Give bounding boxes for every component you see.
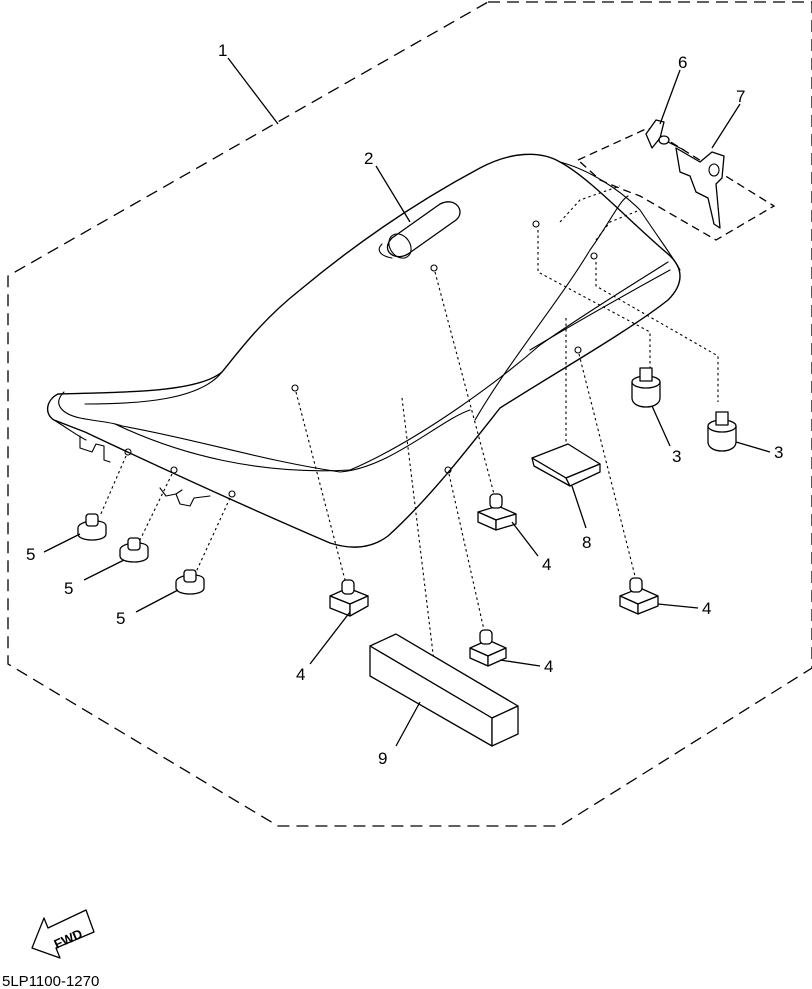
part-9-block	[369, 633, 519, 747]
callout-4a: 4	[542, 555, 551, 574]
part-3-damper-a	[631, 367, 661, 408]
callout-6: 6	[678, 53, 687, 72]
callout-5a: 5	[26, 545, 35, 564]
callout-8: 8	[582, 533, 591, 552]
callout-3a: 3	[672, 447, 681, 466]
callout-9: 9	[378, 749, 387, 768]
part-8-pad	[531, 443, 601, 487]
part-5-grommet-b	[119, 537, 149, 563]
callout-4b: 4	[296, 665, 305, 684]
seat-body	[47, 153, 681, 548]
callout-3b: 3	[774, 443, 783, 462]
callout-2: 2	[364, 149, 373, 168]
lock-inset	[559, 119, 776, 241]
drawing-code: 5LP1100-1270	[2, 973, 99, 989]
assembly-boundary	[7, 1, 812, 827]
forward-direction-arrow-icon: FWD	[31, 909, 95, 959]
part-7-lock-bracket	[675, 147, 725, 229]
part-4-clip-c	[469, 629, 507, 667]
leader-lines	[43, 57, 771, 747]
part-4-clip-d	[619, 577, 659, 615]
callout-7: 7	[736, 87, 745, 106]
part-5-grommet-a	[77, 513, 107, 541]
part-4-clip-a	[477, 493, 517, 531]
callout-5b: 5	[64, 579, 73, 598]
part-3-damper-b	[707, 411, 737, 452]
part-5-grommet-c	[175, 569, 205, 595]
callout-1: 1	[218, 41, 227, 60]
callout-4c: 4	[544, 657, 553, 676]
callout-labels: 1 2 3 3 4 4 4 4 5 5 5 6 7 8 9	[26, 41, 783, 768]
callout-5c: 5	[116, 609, 125, 628]
callout-4d: 4	[702, 599, 711, 618]
part-6-lock-cam	[645, 119, 685, 151]
part-4-clip-b	[329, 579, 369, 617]
part-2-strap	[378, 201, 461, 259]
mounting-guide-lines	[99, 220, 719, 671]
